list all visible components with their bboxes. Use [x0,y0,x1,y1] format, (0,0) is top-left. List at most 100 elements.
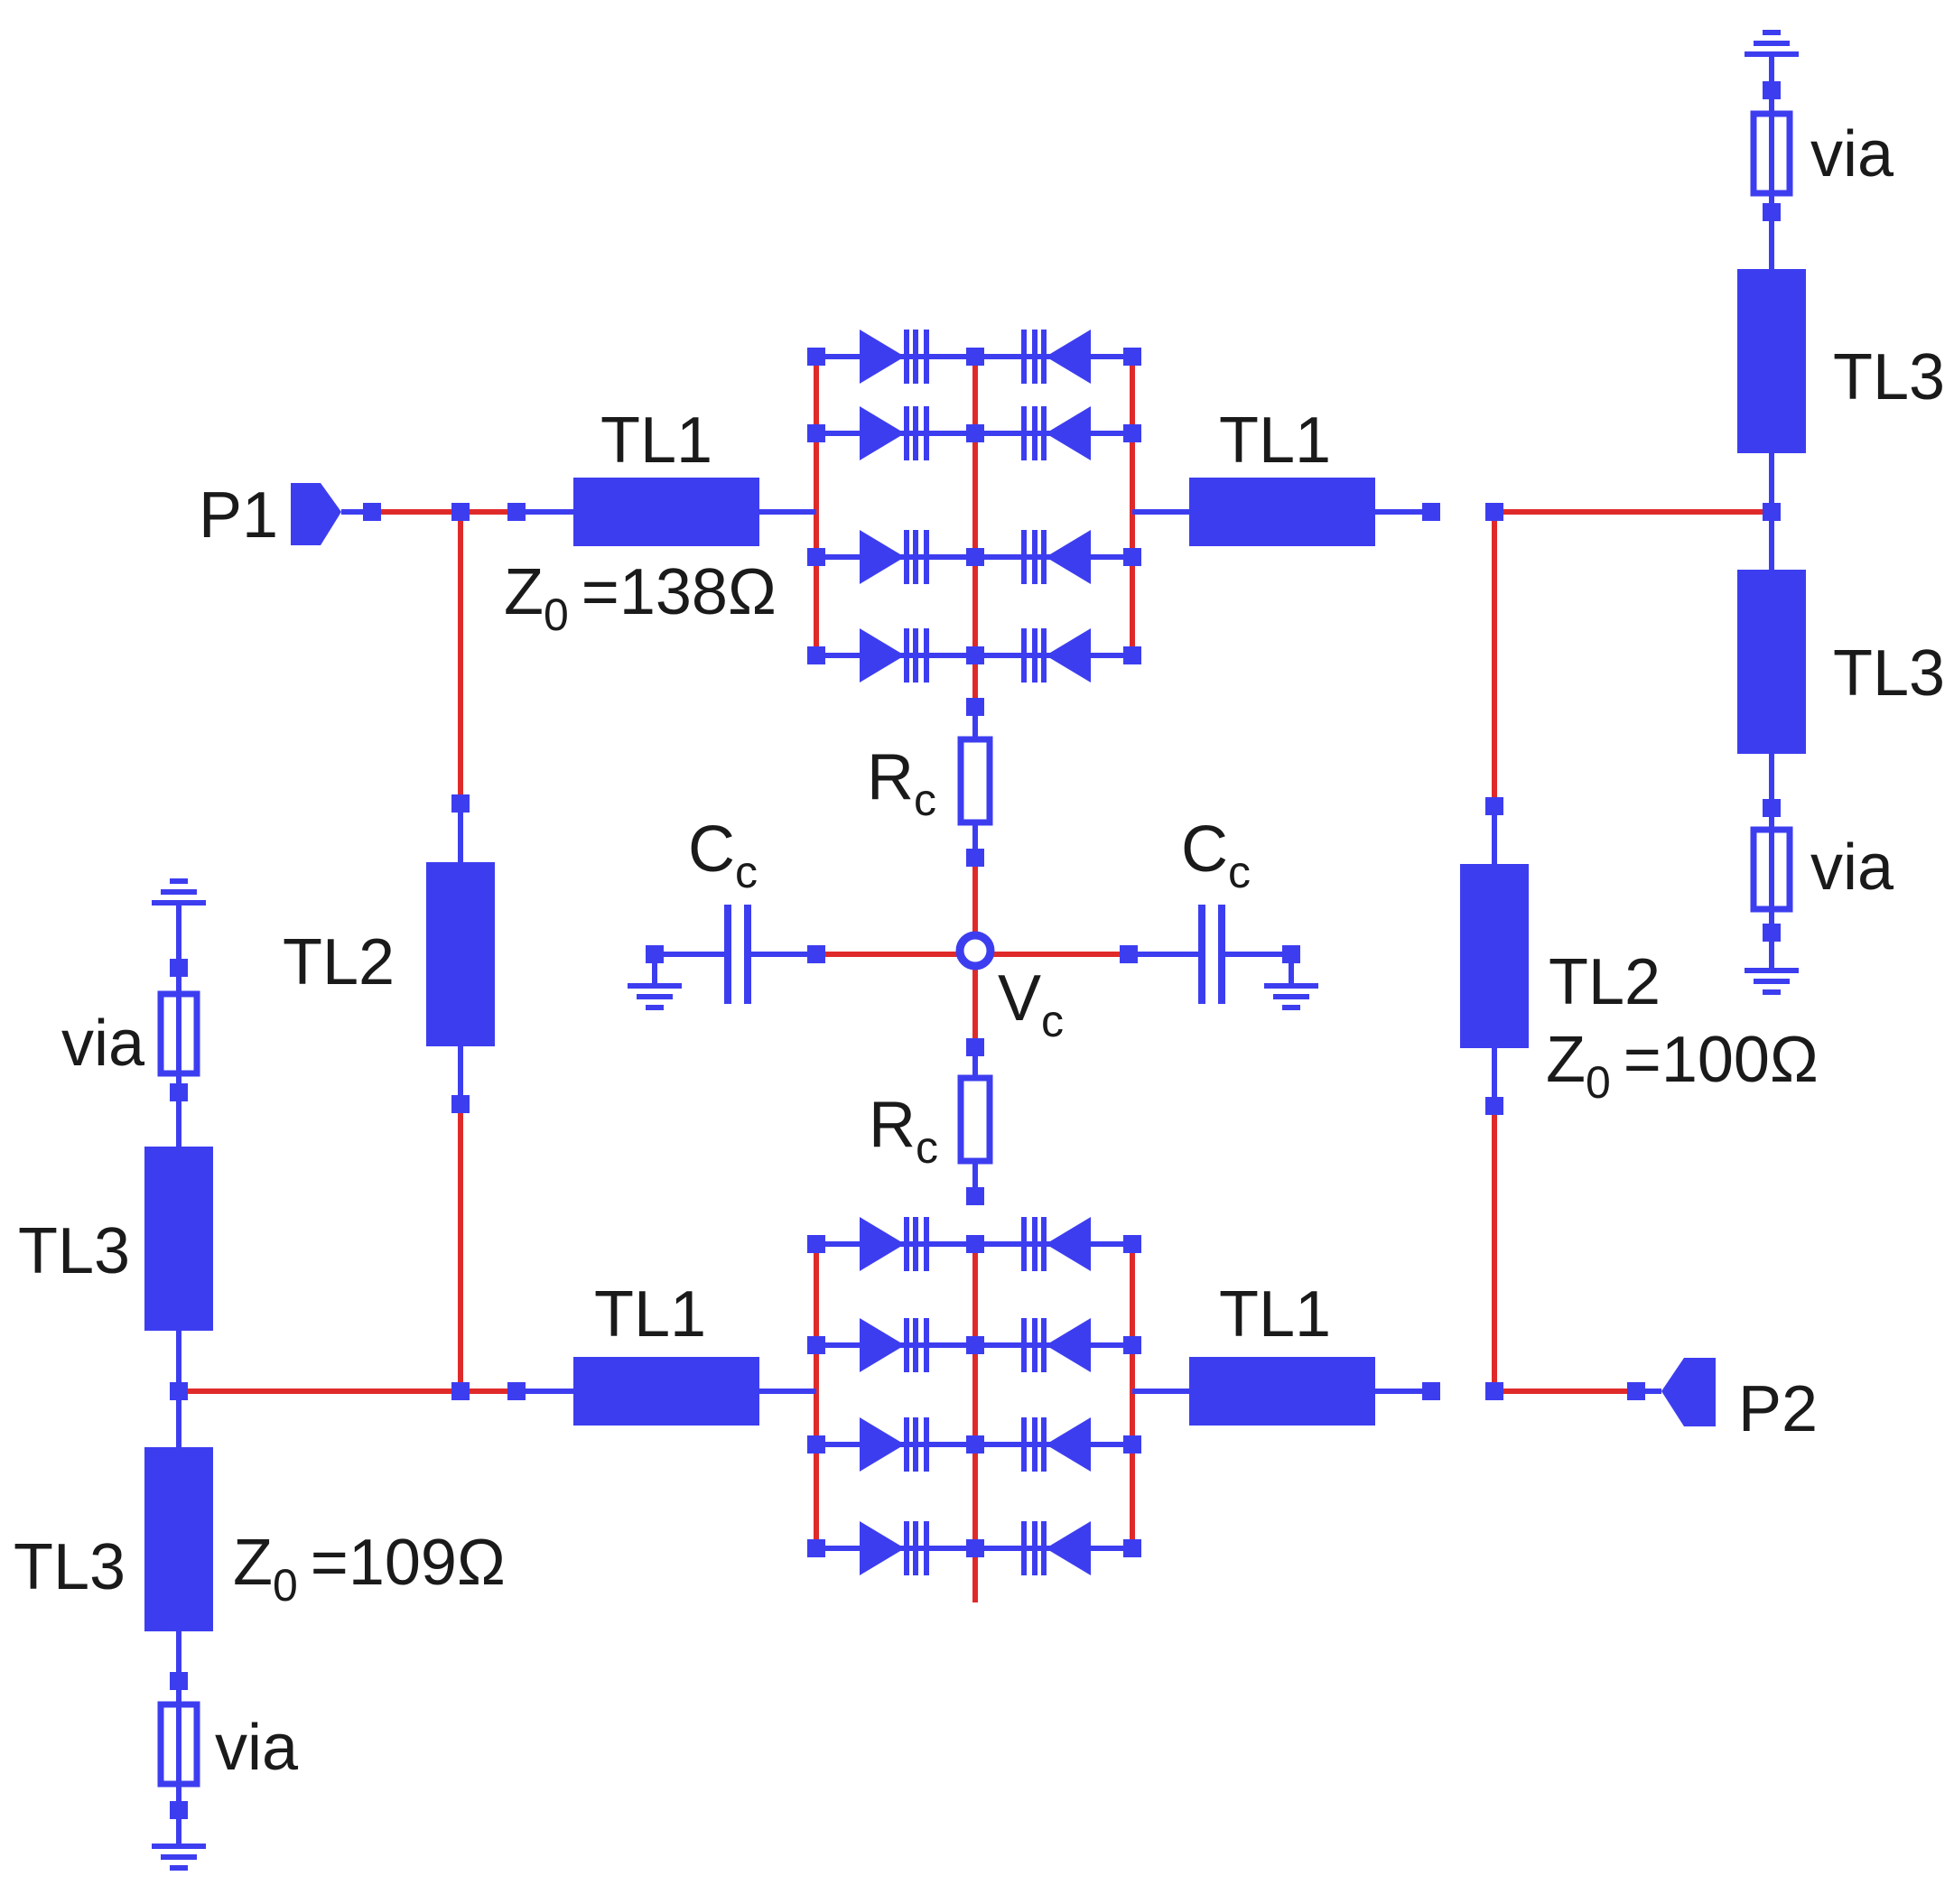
capacitor-icon [913,330,929,384]
resistor-icon [957,736,993,826]
pin [1123,424,1141,442]
tl1-top-right-label: TL1 [1219,404,1331,477]
port-icon [291,483,341,545]
diode-icon [860,1318,909,1372]
resistor-icon [957,1074,993,1165]
pin [451,1095,470,1113]
tl1-bottom-left-label: TL1 [594,1278,706,1351]
diode-icon [860,1521,909,1575]
pin [1123,646,1141,664]
pin [807,1336,825,1354]
pin [1422,1382,1440,1400]
pin [1123,548,1141,566]
pin [807,1435,825,1454]
pin [966,849,984,867]
pin [966,1336,984,1354]
pin [1123,1539,1141,1557]
tl3-right-top [1737,269,1806,453]
pin [1763,799,1781,817]
cc-right-label: Cc [1181,813,1251,897]
capacitor-icon [1021,406,1037,460]
tl3-right-bottom [1737,570,1806,754]
pin [507,503,526,521]
diode-icon [1041,1521,1091,1575]
rc-bottom-label: Rc [869,1089,938,1173]
capacitor-icon [913,530,929,584]
tl3-left-b-label: TL3 [14,1531,126,1603]
pin [807,1539,825,1557]
rc-top-label: Rc [867,741,936,825]
capacitor-icon [1021,1417,1037,1472]
capacitor-icon [913,1417,929,1472]
z-tl1-label: Z0=138Ω [504,556,777,640]
pin [1485,797,1503,815]
pin [807,548,825,566]
pin [1763,203,1781,221]
pin [1763,81,1781,99]
vc-label: Vc [998,962,1064,1046]
diode-icon [1041,628,1091,683]
pin [451,1382,470,1400]
pin [507,1382,526,1400]
pin [170,959,188,977]
tl2-right [1460,864,1529,1048]
diode-icon [1041,1417,1091,1472]
tl1-top-left-label: TL1 [600,404,712,477]
components [144,30,1806,1871]
port-icon [1661,1358,1716,1426]
capacitor-icon [913,406,929,460]
diode-icon [860,406,909,460]
pin [1120,945,1138,963]
capacitor-icon [1021,530,1037,584]
pin [807,424,825,442]
capacitor-icon [913,1521,929,1575]
pin [807,646,825,664]
via-left-top-label: via [61,1008,145,1080]
via-icon [157,990,200,1077]
tl1-bottom-left [573,1357,759,1426]
pin [966,1187,984,1205]
capacitor-icon [913,1217,929,1271]
pin [170,1382,188,1400]
pin [170,1801,188,1819]
bias-node-icon [955,931,995,971]
pin [966,1235,984,1253]
diode-icon [1041,406,1091,460]
labels: P1 P2 TL1 TL1 TL1 TL1 TL2 TL2 TL3 TL3 TL… [14,118,1945,1784]
pin [1123,1235,1141,1253]
via-icon [1750,110,1793,197]
pin [1123,1435,1141,1454]
tl3-left-bottom [144,1447,213,1631]
via-icon [1750,826,1793,913]
pin [966,646,984,664]
pin [1627,1382,1645,1400]
tl3-top-right-a-label: TL3 [1833,341,1945,413]
diode-icon [860,530,909,584]
ground-icon [1264,983,1318,1010]
pin [807,1235,825,1253]
diode-icon [1041,1318,1091,1372]
pin [1485,503,1503,521]
pin [1123,1336,1141,1354]
pin [451,503,470,521]
capacitor-icon [1021,330,1037,384]
pin [966,548,984,566]
pin [1123,348,1141,366]
diode-icon [1041,1217,1091,1271]
capacitor-icon [1021,1521,1037,1575]
diode-icon [860,1417,909,1472]
pin [966,1038,984,1056]
pin [966,348,984,366]
tl2-right-label: TL2 [1549,946,1661,1018]
pin [966,698,984,716]
pin [170,1083,188,1101]
port-p2-label: P2 [1738,1373,1818,1445]
pin [807,945,825,963]
ground-icon [1745,30,1799,57]
ground-icon [152,1844,206,1871]
tl1-bottom-right-label: TL1 [1219,1278,1331,1351]
pin [966,1539,984,1557]
capacitor-icon [724,905,751,1004]
tl2-left-label: TL2 [283,926,395,998]
